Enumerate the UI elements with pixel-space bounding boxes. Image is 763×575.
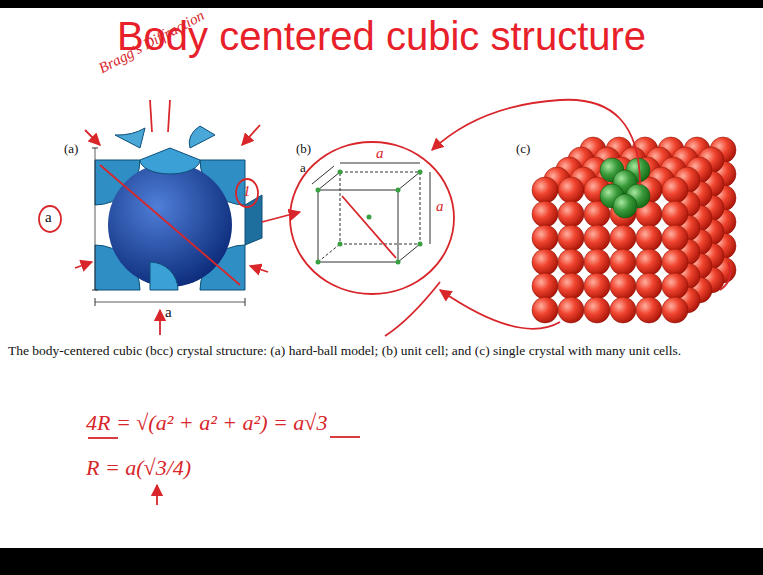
handwritten-equation: 4R = √(a² + a² + a²) = a√3 [86, 410, 327, 436]
figure-letter: (b) [296, 141, 311, 157]
bottom-bar [0, 548, 763, 575]
dimension-label: a [45, 209, 52, 226]
figure-letter: (a) [64, 141, 78, 157]
unit-cell [312, 163, 430, 265]
single-crystal [532, 137, 736, 323]
dimension-label: a [300, 160, 306, 176]
handwritten-equation: R = a(√3/4) [86, 455, 191, 481]
callout-number: 1 [243, 183, 251, 200]
dimension-label: a [436, 198, 444, 215]
hard-ball-model [92, 126, 262, 306]
top-bar [0, 0, 763, 8]
figure-caption: The body-centered cubic (bcc) crystal st… [8, 343, 756, 359]
figure-letter: (c) [516, 141, 530, 157]
dimension-label: a [376, 145, 384, 162]
dimension-label: a [165, 304, 172, 321]
